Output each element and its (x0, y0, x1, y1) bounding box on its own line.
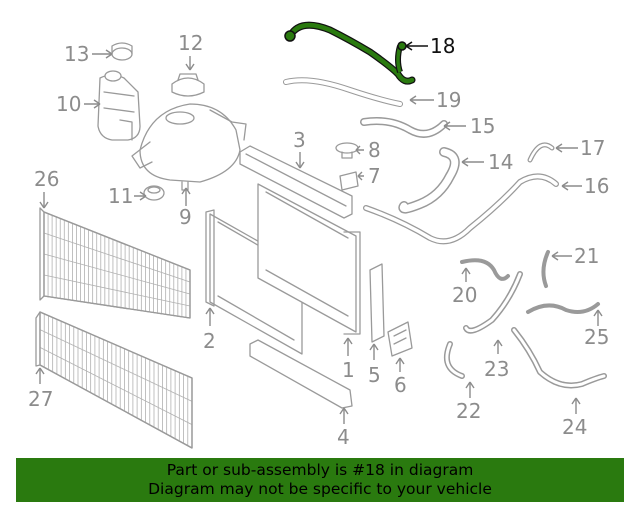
info-banner: Part or sub-assembly is #18 in diagram D… (16, 458, 624, 502)
part-1-radiator (257, 183, 361, 335)
label-14: 14 (488, 150, 513, 174)
label-17: 17 (580, 136, 605, 160)
label-22: 22 (456, 399, 481, 423)
label-8: 8 (368, 138, 381, 162)
label-5: 5 (368, 363, 381, 387)
part-12-cap (171, 73, 205, 97)
label-15: 15 (470, 114, 495, 138)
label-10: 10 (56, 92, 81, 116)
part-9-reservoir (131, 103, 247, 191)
label-12: 12 (178, 31, 203, 55)
callout-labels: 18 19 15 14 17 16 21 8 7 3 12 13 10 11 9… (28, 31, 609, 449)
leader-lines (35, 41, 603, 424)
label-4: 4 (337, 425, 350, 449)
label-6: 6 (394, 373, 407, 397)
label-1: 1 (342, 358, 355, 382)
label-9: 9 (179, 205, 192, 229)
label-20: 20 (452, 283, 477, 307)
banner-line-2: Diagram may not be specific to your vehi… (148, 480, 492, 498)
label-11: 11 (108, 184, 133, 208)
part-8-pin (335, 142, 359, 159)
part-25-hose (526, 302, 600, 314)
label-23: 23 (484, 357, 509, 381)
label-3: 3 (293, 128, 306, 152)
label-21: 21 (574, 244, 599, 268)
part-13-cap (111, 42, 133, 61)
part-7-clip (339, 171, 359, 191)
label-25: 25 (584, 325, 609, 349)
part-27-lower-grille (35, 311, 193, 449)
label-27: 27 (28, 387, 53, 411)
part-18-hose-highlighted (284, 21, 416, 85)
part-4-deflector (249, 339, 353, 409)
part-20-hose (460, 258, 510, 281)
part-10-expansion-tank (97, 70, 141, 141)
parts-diagram: 18 19 15 14 17 16 21 8 7 3 12 13 10 11 9… (28, 21, 609, 449)
label-7: 7 (368, 164, 381, 188)
label-16: 16 (584, 174, 609, 198)
part-26-grille (39, 207, 191, 319)
part-3-bracket (239, 145, 353, 219)
part-6-bracket (387, 321, 413, 357)
label-24: 24 (562, 415, 587, 439)
part-5-seal (369, 263, 385, 343)
label-26: 26 (34, 167, 59, 191)
label-13: 13 (64, 42, 89, 66)
label-2: 2 (203, 329, 216, 353)
label-18: 18 (430, 34, 455, 58)
banner-line-1: Part or sub-assembly is #18 in diagram (166, 461, 474, 479)
part-21-hose (541, 250, 550, 288)
part-11-grommet (143, 185, 165, 201)
part-16-hose (363, 173, 559, 245)
label-19: 19 (436, 88, 461, 112)
